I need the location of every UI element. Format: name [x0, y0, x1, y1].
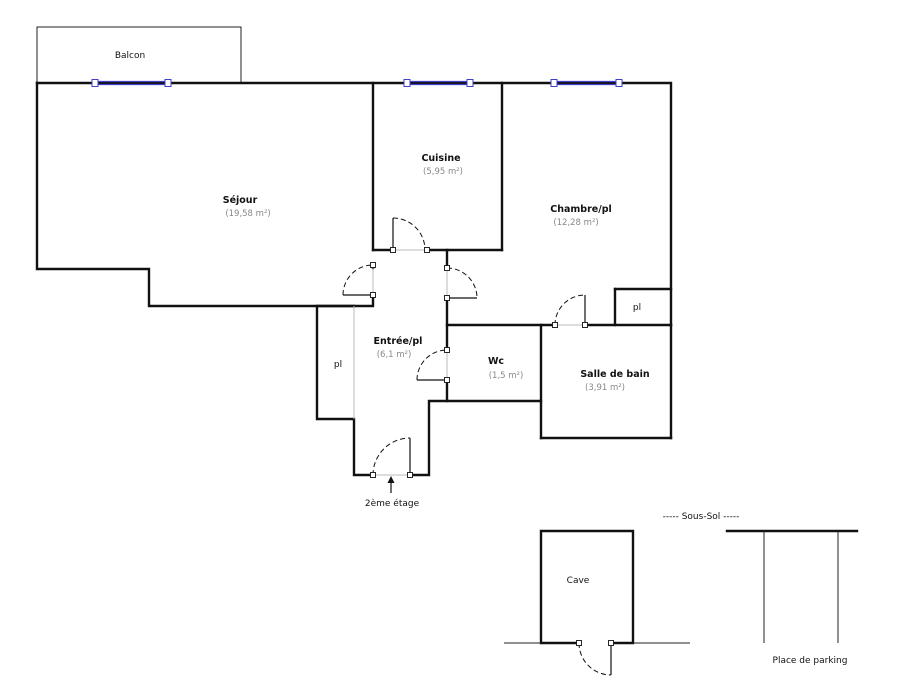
label-cuisine: Cuisine: [421, 153, 460, 164]
label-parking: Place de parking: [773, 656, 848, 666]
label-entree: Entrée/pl: [374, 336, 423, 347]
balcon-area: [36, 26, 242, 83]
label-wc-area: (1,5 m²): [489, 371, 524, 381]
label-sejour: Séjour: [223, 195, 258, 206]
label-sdb-area: (3,91 m²): [585, 383, 625, 393]
walls: [35, 81, 673, 477]
label-pl-chambre: pl: [633, 303, 641, 313]
label-pl-entree: pl: [334, 360, 342, 370]
label-sejour-area: (19,58 m²): [225, 209, 270, 219]
label-entree-area: (6,1 m²): [377, 350, 412, 360]
parking-space: [725, 529, 859, 643]
doors: [342, 217, 588, 478]
windows: [91, 79, 623, 87]
label-sous-sol: ----- Sous-Sol -----: [663, 512, 740, 522]
label-wc: Wc: [488, 356, 504, 367]
label-chambre: Chambre/pl: [550, 204, 612, 215]
label-cave: Cave: [567, 576, 590, 586]
cave-room: [504, 529, 690, 676]
label-cuisine-area: (5,95 m²): [423, 167, 463, 177]
label-chambre-area: (12,28 m²): [553, 218, 598, 228]
arrow-up-icon: [387, 476, 395, 493]
label-etage: 2ème étage: [365, 498, 420, 509]
label-sdb: Salle de bain: [580, 369, 650, 380]
label-balcon: Balcon: [115, 51, 145, 61]
